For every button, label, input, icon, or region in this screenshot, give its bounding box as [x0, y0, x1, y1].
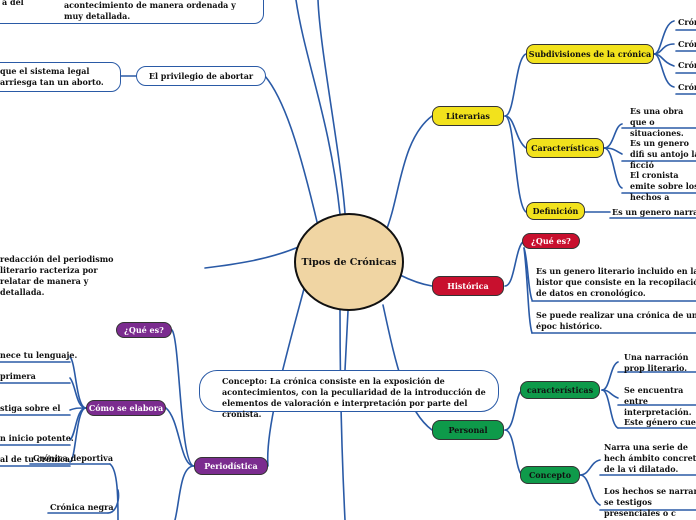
caracteristica-item: El cronista emite sobre los hechos a	[630, 170, 696, 202]
personal-caracteristica-item: Este género cuenta	[624, 417, 696, 427]
subdivision-item: Crón	[678, 82, 696, 92]
subdivision-item: Crón	[678, 39, 696, 49]
central-topic[interactable]: Tipos de Crónicas	[294, 213, 404, 311]
subdivision-item: Crón	[678, 17, 696, 27]
tipo-item: Crónica negra	[50, 502, 114, 512]
subdivisiones-label: Subdivisiones de la crónica	[528, 49, 652, 59]
personal-node[interactable]: Personal	[432, 420, 504, 440]
sistema-legal-text: que el sistema legal arriesga tan un abo…	[0, 66, 104, 87]
caracteristica-item: Es una obra que o situaciones.	[630, 106, 684, 138]
top-left-box	[0, 0, 264, 24]
elabora-item: nece tu lenguaje.	[0, 350, 78, 360]
definicion-node[interactable]: Definición	[526, 202, 585, 220]
literarias-node[interactable]: Literarias	[432, 106, 504, 126]
personal-concepto-item: Narra una serie de hech ámbito concreto …	[604, 442, 696, 474]
historica-node[interactable]: Histórica	[432, 276, 504, 296]
periodistica-node[interactable]: Periodística	[194, 457, 268, 475]
elabora-item: primera	[0, 371, 36, 381]
historica-que-es-label: ¿Qué es?	[531, 236, 571, 246]
privilegio-label: El privilegio de abortar	[148, 70, 254, 81]
definicion-label: Definición	[532, 206, 579, 216]
caracteristicas-literarias-label: Características	[531, 143, 599, 153]
literarias-label: Literarias	[446, 111, 490, 121]
personal-concepto-label: Concepto	[528, 470, 572, 480]
subdivisiones-node[interactable]: Subdivisiones de la crónica	[526, 44, 654, 64]
personal-concepto-item: Los hechos se narran se testigos presenc…	[604, 486, 696, 518]
personal-caracteristica-item: Se encuentra entre interpretación.	[624, 385, 692, 417]
concepto-box[interactable]: Concepto: La crónica consiste en la expo…	[199, 370, 499, 419]
caracteristica-item: Es un genero difi su antojo la ficció	[630, 138, 696, 170]
tipo-item: Crónica deportiva	[33, 453, 114, 463]
caracteristicas-literarias-node[interactable]: Características	[526, 138, 604, 158]
como-se-elabora-label: Cómo se elabora	[88, 403, 164, 413]
periodistica-que-es-label: ¿Qué es?	[124, 325, 164, 335]
sistema-legal-box	[0, 62, 121, 92]
personal-caracteristicas-label: características	[526, 385, 594, 395]
elabora-item: al de tu crónica.	[0, 454, 73, 464]
top-left-text-1: a del	[2, 0, 24, 7]
periodistica-que-es-node[interactable]: ¿Qué es?	[116, 322, 172, 338]
redaccion-text: redacción del periodismo literario racte…	[0, 254, 114, 297]
subdivision-item: Crón	[678, 60, 696, 70]
concepto-box-text: Concepto: La crónica consiste en la expo…	[222, 376, 486, 419]
personal-caracteristicas-node[interactable]: características	[520, 381, 600, 399]
privilegio-box[interactable]: El privilegio de abortar	[136, 66, 266, 86]
elabora-item: stiga sobre el	[0, 403, 61, 413]
historica-text: Es un genero literario incluido en la hi…	[536, 266, 696, 298]
elabora-item: n inicio potente.	[0, 433, 74, 443]
como-se-elabora-node[interactable]: Cómo se elabora	[86, 400, 166, 416]
definicion-text: Es un genero narrativ	[612, 207, 696, 217]
personal-caracteristica-item: Una narración prop literario.	[624, 352, 689, 373]
personal-label: Personal	[448, 425, 488, 435]
historica-label: Histórica	[447, 281, 489, 291]
historica-text: Se puede realizar una crónica de una épo…	[536, 310, 696, 331]
central-topic-label: Tipos de Crónicas	[301, 256, 397, 268]
top-left-text-2: acontecimiento de manera ordenada y muy …	[64, 0, 236, 21]
historica-que-es-node[interactable]: ¿Qué es?	[522, 233, 580, 249]
periodistica-label: Periodística	[204, 461, 258, 471]
personal-concepto-node[interactable]: Concepto	[520, 466, 580, 484]
